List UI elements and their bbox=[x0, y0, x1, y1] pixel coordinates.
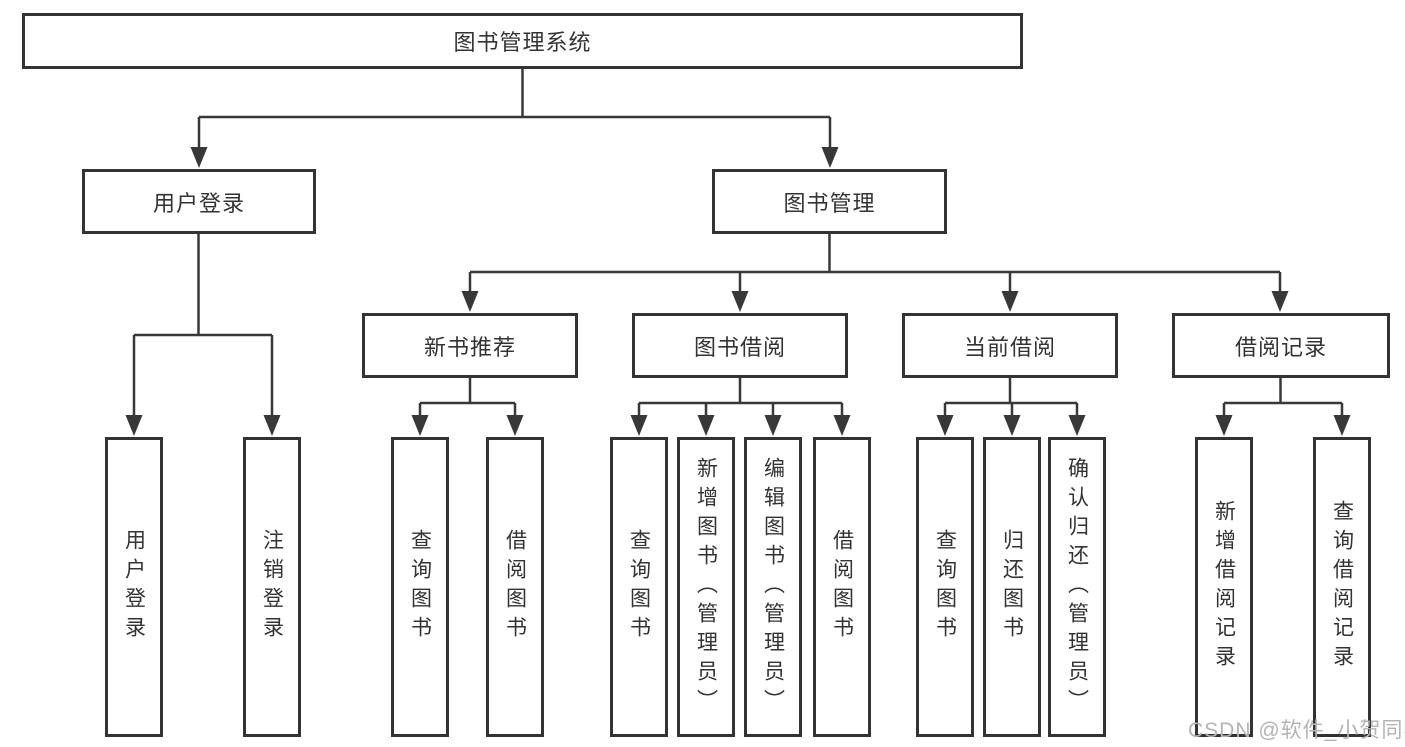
arrow-down-icon bbox=[506, 415, 524, 436]
leaf-user-login: 用户登录 bbox=[105, 437, 163, 737]
arrow-down-icon bbox=[190, 147, 208, 168]
leaf-borrow-books-recommend: 借阅图书 bbox=[486, 437, 544, 737]
arrow-down-icon bbox=[411, 415, 429, 436]
leaf-add-book-admin: 新增图书（管理员） bbox=[677, 437, 735, 737]
arrow-down-icon bbox=[697, 415, 715, 436]
node-label: 查询图书 bbox=[933, 529, 957, 645]
node-label: 新增图书（管理员） bbox=[694, 456, 718, 718]
arrow-down-icon bbox=[1001, 291, 1019, 312]
watermark: CSDN @软件_小贺同学 bbox=[1188, 719, 1405, 742]
node-label: 查询图书 bbox=[627, 529, 651, 645]
node-book-borrow: 图书借阅 bbox=[632, 313, 848, 378]
node-label: 图书管理 bbox=[783, 190, 876, 216]
arrow-down-icon bbox=[821, 147, 839, 168]
node-label: 新书推荐 bbox=[423, 334, 516, 360]
node-label: 用户登录 bbox=[152, 190, 245, 216]
node-book-management: 图书管理 bbox=[712, 169, 947, 234]
leaf-edit-book-admin: 编辑图书（管理员） bbox=[744, 437, 802, 737]
node-label: 图书管理系统 bbox=[453, 30, 592, 55]
node-label: 查询图书 bbox=[408, 529, 432, 645]
node-label: 确认归还（管理员） bbox=[1065, 456, 1089, 718]
arrow-down-icon bbox=[1068, 415, 1086, 436]
node-label: 借阅记录 bbox=[1234, 334, 1327, 360]
connector-root bbox=[197, 68, 832, 148]
leaf-query-borrow-record: 查询借阅记录 bbox=[1313, 437, 1371, 737]
leaf-query-books-borrow: 查询图书 bbox=[610, 437, 668, 737]
node-label: 当前借阅 bbox=[963, 334, 1056, 360]
node-label: 借阅图书 bbox=[503, 529, 527, 645]
node-root: 图书管理系统 bbox=[22, 13, 1023, 69]
leaf-confirm-return-admin: 确认归还（管理员） bbox=[1048, 437, 1106, 737]
connector-level3 bbox=[418, 378, 1344, 418]
leaf-return-book: 归还图书 bbox=[983, 437, 1041, 737]
arrow-down-icon bbox=[1271, 291, 1289, 312]
arrow-down-icon bbox=[936, 415, 954, 436]
connector-user-login bbox=[132, 234, 274, 417]
arrow-down-icon bbox=[461, 291, 479, 312]
node-label: 图书借阅 bbox=[693, 334, 786, 360]
leaf-add-borrow-record: 新增借阅记录 bbox=[1195, 437, 1253, 737]
leaf-borrow-books: 借阅图书 bbox=[813, 437, 871, 737]
node-current-borrow: 当前借阅 bbox=[902, 313, 1118, 378]
node-label: 新增借阅记录 bbox=[1212, 500, 1236, 674]
arrowheads bbox=[125, 147, 1351, 436]
arrow-down-icon bbox=[630, 415, 648, 436]
node-label: 借阅图书 bbox=[830, 529, 854, 645]
arrow-down-icon bbox=[764, 415, 782, 436]
node-label: 注销登录 bbox=[260, 529, 284, 645]
node-label: 归还图书 bbox=[1000, 529, 1024, 645]
arrow-down-icon bbox=[731, 291, 749, 312]
arrow-down-icon bbox=[125, 415, 143, 436]
arrow-down-icon bbox=[263, 415, 281, 436]
leaf-query-books-current: 查询图书 bbox=[916, 437, 974, 737]
node-label: 查询借阅记录 bbox=[1330, 500, 1354, 674]
arrow-down-icon bbox=[1333, 415, 1351, 436]
node-label: 用户登录 bbox=[122, 529, 146, 645]
node-label: 编辑图书（管理员） bbox=[761, 456, 785, 718]
node-new-book-recommend: 新书推荐 bbox=[362, 313, 578, 378]
node-user-login: 用户登录 bbox=[82, 169, 316, 234]
leaf-logout: 注销登录 bbox=[243, 437, 301, 737]
arrow-down-icon bbox=[833, 415, 851, 436]
arrow-down-icon bbox=[1215, 415, 1233, 436]
connector-book-management bbox=[468, 234, 1282, 293]
leaf-query-books-recommend: 查询图书 bbox=[391, 437, 449, 737]
arrow-down-icon bbox=[1003, 415, 1021, 436]
node-borrow-records: 借阅记录 bbox=[1172, 313, 1390, 378]
